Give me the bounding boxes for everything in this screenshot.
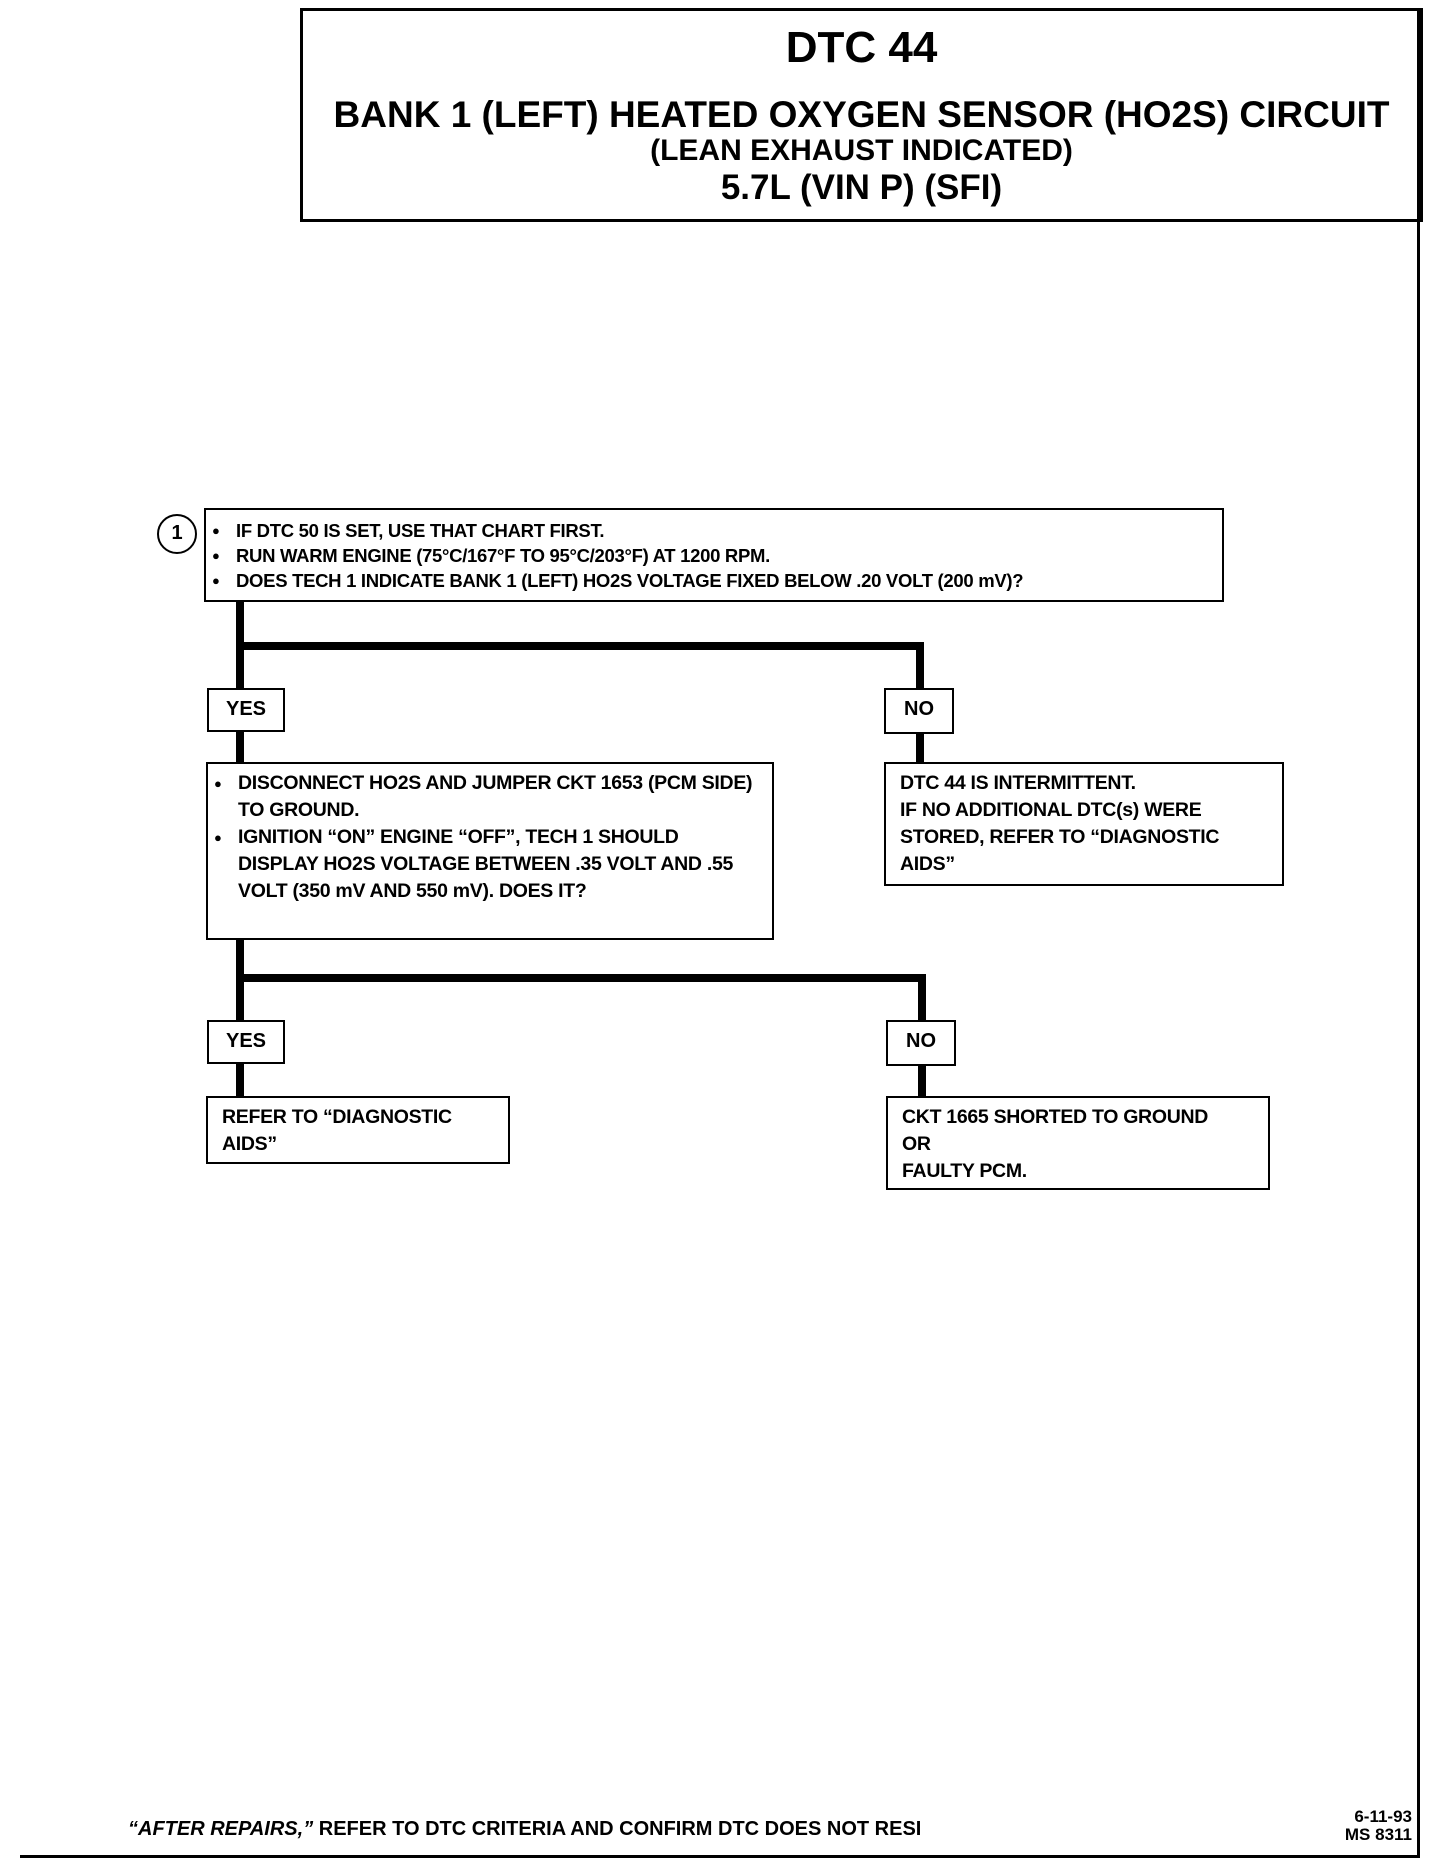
connector-step2-down xyxy=(236,938,244,1026)
list-item: RUN WARM ENGINE (75°C/167°F TO 95°C/203°… xyxy=(206,543,1222,568)
no-label-2: NO xyxy=(886,1020,956,1066)
shorted-box: CKT 1665 SHORTED TO GROUND OR FAULTY PCM… xyxy=(886,1096,1270,1190)
connector-no1-intermittent xyxy=(916,732,924,764)
document-code: MS 8311 xyxy=(1344,1825,1412,1844)
connector-step1-branch xyxy=(236,642,924,650)
refer-aids-box: REFER TO “DIAGNOSTIC AIDS” xyxy=(206,1096,510,1164)
title-block: DTC 44 BANK 1 (LEFT) HEATED OXYGEN SENSO… xyxy=(300,8,1423,222)
after-repairs-label: “AFTER REPAIRS,” xyxy=(128,1818,314,1840)
page-title: BANK 1 (LEFT) HEATED OXYGEN SENSOR (HO2S… xyxy=(333,94,1390,135)
page-subtitle: (LEAN EXHAUST INDICATED) xyxy=(650,134,1073,167)
revision-date: 6-11-93 xyxy=(1354,1807,1412,1826)
yes-label-1: YES xyxy=(207,688,285,732)
refer-aids-text: REFER TO “DIAGNOSTIC AIDS” xyxy=(222,1106,452,1155)
step2-box: DISCONNECT HO2S AND JUMPER CKT 1653 (PCM… xyxy=(206,762,774,940)
step1-list: IF DTC 50 IS SET, USE THAT CHART FIRST. … xyxy=(206,518,1222,593)
list-item: IGNITION “ON” ENGINE “OFF”, TECH 1 SHOUL… xyxy=(208,824,762,905)
after-repairs-text: REFER TO DTC CRITERIA AND CONFIRM DTC DO… xyxy=(313,1818,922,1840)
step2-list: DISCONNECT HO2S AND JUMPER CKT 1653 (PCM… xyxy=(208,770,762,905)
connector-yes1-step2 xyxy=(236,730,244,764)
shorted-line-2: OR xyxy=(902,1133,931,1155)
step1-box: IF DTC 50 IS SET, USE THAT CHART FIRST. … xyxy=(204,508,1224,602)
step-marker: 1 xyxy=(157,514,197,554)
page-frame xyxy=(20,8,1420,1858)
shorted-line-3: FAULTY PCM. xyxy=(902,1160,1027,1182)
yes-label-2: YES xyxy=(207,1020,285,1064)
intermittent-box: DTC 44 IS INTERMITTENT. IF NO ADDITIONAL… xyxy=(884,762,1284,886)
list-item: DISCONNECT HO2S AND JUMPER CKT 1653 (PCM… xyxy=(208,770,762,824)
connector-no2-down xyxy=(918,974,926,1028)
list-item: IF DTC 50 IS SET, USE THAT CHART FIRST. xyxy=(206,518,1222,543)
connector-no2-shorted xyxy=(918,1064,926,1098)
connector-no1-down xyxy=(916,642,924,694)
list-item: DOES TECH 1 INDICATE BANK 1 (LEFT) HO2S … xyxy=(206,568,1222,593)
engine-spec: 5.7L (VIN P) (SFI) xyxy=(720,168,1003,207)
connector-yes2-refer xyxy=(236,1062,244,1098)
intermittent-line-1: DTC 44 IS INTERMITTENT. xyxy=(900,772,1136,794)
revision-block: 6-11-93 MS 8311 xyxy=(1345,1808,1412,1844)
dtc-number: DTC 44 xyxy=(785,23,938,72)
shorted-line-1: CKT 1665 SHORTED TO GROUND xyxy=(902,1106,1209,1128)
intermittent-line-2: IF NO ADDITIONAL DTC(s) WERE STORED, REF… xyxy=(900,799,1220,875)
no-label-1: NO xyxy=(884,688,954,734)
connector-step2-branch xyxy=(236,974,926,982)
after-repairs-note: “AFTER REPAIRS,” REFER TO DTC CRITERIA A… xyxy=(128,1818,921,1841)
